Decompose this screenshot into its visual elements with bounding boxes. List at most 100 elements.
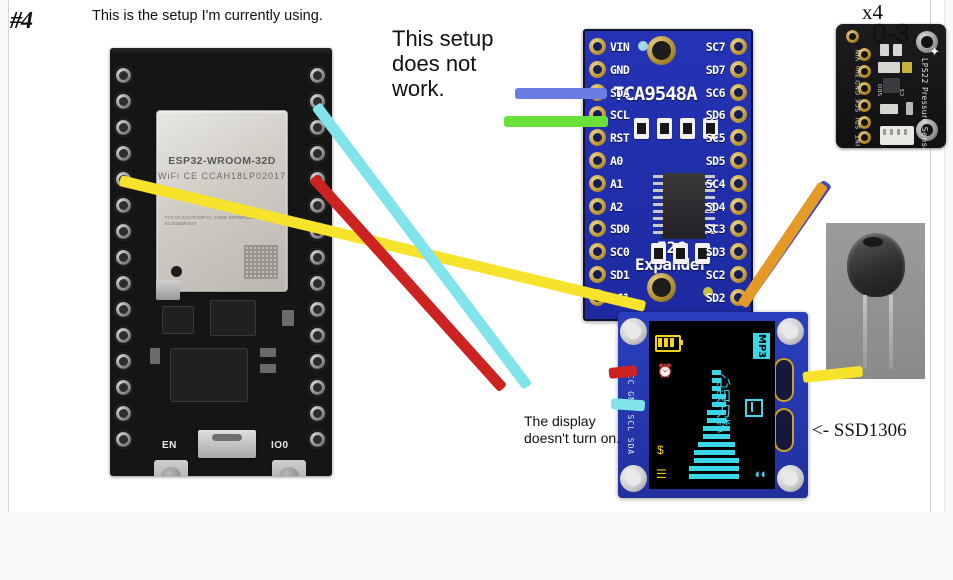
tca-pin-label-sc7: SC7	[705, 40, 726, 54]
esp32-passive-4	[282, 310, 294, 326]
tca-resistor-4	[703, 118, 718, 139]
esp32-header-pad	[114, 274, 133, 293]
equalizer-bar-segment	[725, 450, 735, 455]
cyan-wire-oled-end	[610, 398, 646, 412]
lps-pad-vin	[858, 48, 871, 61]
equalizer-bar-segment	[716, 442, 726, 447]
tca-pin-label-sd0: SD0	[610, 222, 630, 237]
equalizer-bar-segment	[716, 402, 726, 407]
esp32-fcc-text: FCC ID: 2AC7Z-ESP IC: 21098: ESPWROOM32D…	[165, 215, 277, 226]
esp32-header-pad	[308, 196, 327, 215]
equalizer-bar-segment	[702, 434, 712, 439]
battery-icon	[655, 335, 683, 352]
transducer-vent-hole	[863, 237, 883, 247]
tca-pin-hole-sc3	[730, 220, 747, 238]
esp32-header-pad	[114, 300, 133, 319]
esp32-module-label: ESP32-WROOM-32D	[168, 155, 276, 167]
tca-pin-label-vin: VIN	[610, 40, 630, 54]
tca-pin-label-sd1: SD1	[610, 268, 630, 282]
esp32-header-pad	[308, 430, 327, 449]
equalizer-bar-segment	[707, 418, 717, 423]
oled-slot-bottom	[774, 408, 794, 452]
tca-pin-hole-sd4	[730, 197, 747, 215]
esp32-header-pad	[308, 66, 327, 85]
lps-stemma-connector	[880, 126, 914, 145]
equalizer-bar-segment	[712, 466, 721, 471]
setup-caption: This is the setup I'm currently using.	[92, 8, 323, 24]
esp32-header-pad	[114, 378, 133, 397]
equalizer-bar-segment	[702, 426, 712, 431]
tca-pin-label-scl: SCL	[610, 108, 630, 123]
ssd1306-oled-module: VCC GND SCL SDA MP3 ⏰ 心知刀梦 $ ☰ ◖◖	[618, 312, 808, 498]
equalizer-bar-segment	[698, 466, 708, 471]
tca-pin-hole-vin	[589, 38, 606, 55]
tca-pin-hole-sd5	[730, 152, 747, 169]
equalizer-bar-segment	[721, 466, 731, 471]
equalizer-bar-segment	[716, 458, 726, 463]
tca-pin-label-sd6: SD6	[705, 108, 726, 123]
transducer-leg-2	[889, 295, 893, 369]
tca-resistor-2	[657, 118, 672, 139]
esp32-header-pad	[114, 326, 133, 345]
lps-mount-hole-tr	[916, 31, 938, 53]
esp32-dev-board: ESP32-WROOM-32D WiFi CE CCAH18LP02017 FC…	[110, 48, 332, 476]
oled-mount-hole-br	[777, 465, 804, 492]
esp32-io0-button[interactable]	[272, 460, 306, 476]
esp32-header-pad	[114, 222, 133, 241]
tca-pin-hole-sc4	[730, 174, 747, 192]
adafruit-star-icon: ✦	[929, 44, 940, 59]
tca-pin-hole-sc6	[730, 83, 747, 101]
lps-pin-label-sck: SCK	[855, 98, 862, 112]
blue-sda-wire	[515, 88, 607, 99]
module-via-dot	[171, 266, 182, 277]
mp3-badge: MP3	[753, 333, 770, 360]
equalizer-bars	[689, 339, 740, 479]
equalizer-bar-segment	[698, 458, 708, 463]
equalizer-bar-segment	[702, 458, 712, 463]
esp32-header-pad	[114, 118, 133, 137]
equalizer-bar-segment	[712, 458, 721, 463]
equalizer-bar-segment	[716, 418, 726, 423]
equalizer-bar-segment	[698, 474, 708, 479]
tca-pin-label-sd3: SD3	[705, 245, 726, 260]
equalizer-bar-segment	[712, 426, 721, 431]
tca-resistor-1	[634, 118, 649, 139]
tca-pin-label-a1: A1	[610, 176, 623, 191]
esp32-header-pad	[308, 326, 327, 345]
equalizer-bar-segment	[702, 474, 712, 479]
tca-pin-hole-sd1	[589, 266, 606, 283]
equalizer-bar-segment	[730, 458, 740, 463]
tca-pin-label-a0: A0	[610, 154, 623, 168]
esp32-passive-3	[150, 348, 160, 364]
equalizer-bar-segment	[725, 458, 735, 463]
lps-pin-label-vin: VIN	[855, 49, 862, 61]
esp32-io0-button-label: IO0	[271, 440, 289, 451]
tca-pin-label-sda: SDA	[610, 85, 630, 100]
oled-silkscreen-pins: VCC GND SCL SDA	[626, 368, 635, 456]
tca-pin-label-sc5: SC5	[705, 131, 726, 146]
tca-pin-label-sd2: SD2	[705, 290, 726, 305]
esp32-ic-package	[170, 348, 248, 402]
equalizer-bar-segment	[730, 474, 740, 479]
tca-resistor-6	[673, 243, 688, 264]
equalizer-bar-segment	[716, 474, 726, 479]
esp32-passive-1	[260, 348, 276, 357]
equalizer-bar-segment	[689, 466, 698, 471]
equalizer-bar-segment	[707, 434, 717, 439]
esp32-header-pad	[308, 274, 327, 293]
lps-component-1	[880, 44, 889, 56]
tca-pin-hole-rst	[589, 129, 606, 147]
tca-pin-label-sc2: SC2	[705, 268, 726, 282]
tca-resistor-5	[651, 243, 666, 264]
equalizer-bar-segment	[712, 474, 721, 479]
ic-legs-left	[653, 175, 663, 237]
lps-component-5	[906, 102, 913, 115]
not-working-caption: This setup does not work.	[392, 26, 494, 101]
esp32-en-button[interactable]	[154, 460, 188, 476]
esp32-header-pad	[114, 144, 133, 163]
tca-pin-hole-sd3	[730, 243, 747, 261]
esp32-header-pad	[114, 404, 133, 423]
tca-pin-label-rst: RST	[610, 131, 630, 146]
lps-side-label-sdo: SDO	[878, 83, 884, 96]
equalizer-bar-segment	[707, 474, 717, 479]
